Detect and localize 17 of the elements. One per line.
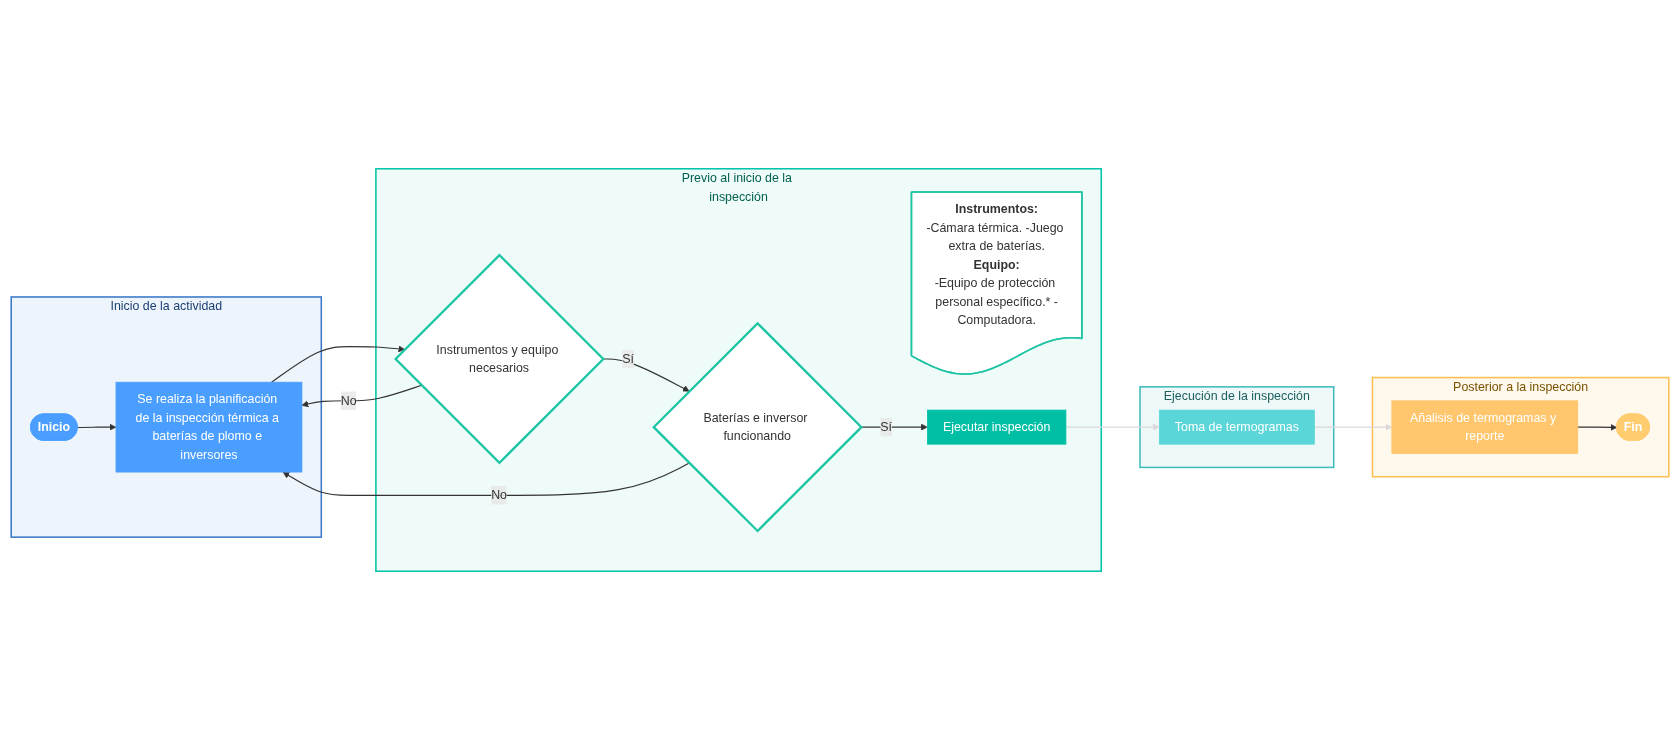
arrow: [77, 423, 117, 431]
arrow: [602, 358, 690, 392]
arrow: [1065, 423, 1160, 431]
edge-label: Sí: [622, 351, 634, 366]
node-diamond: Baterías e inversor funcionando: [652, 321, 863, 533]
arrow: [1577, 424, 1618, 431]
arrow: [282, 462, 690, 496]
node-box: Toma de termogramas: [1158, 409, 1315, 445]
node-box: Se realiza la planificación de la inspección térmica a baterías de plomo e inversores: [115, 381, 303, 473]
edge-label: Sí: [880, 420, 893, 434]
arrow: [271, 345, 406, 383]
node-diamond: Instrumentos y equipo necesarios: [394, 253, 605, 465]
node-box: Añalisis de termogramas y reporte: [1391, 400, 1579, 454]
node-box: Ejecutar inspección: [927, 409, 1067, 445]
edge-label: No: [491, 488, 507, 502]
edge-label: No: [340, 393, 357, 407]
arrow: [1313, 423, 1393, 431]
